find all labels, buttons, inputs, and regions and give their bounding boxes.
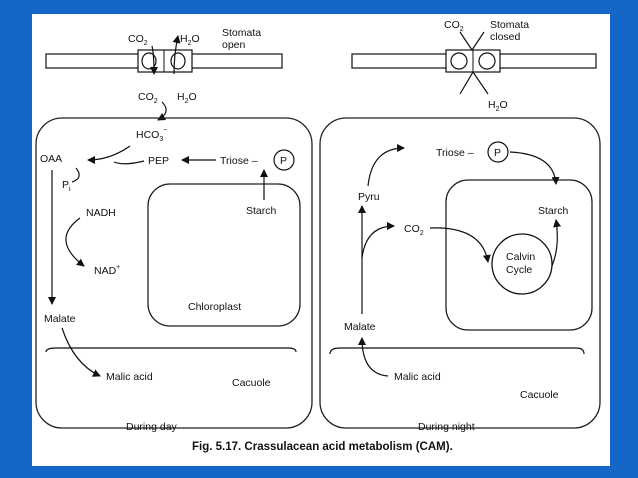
night-period: During night [418, 421, 475, 433]
night-co2-blocked [459, 31, 485, 52]
day-p: P [280, 155, 287, 167]
night-co2: CO2 [404, 223, 424, 237]
day-pi: Pi [62, 179, 71, 193]
day-phosphate-circle [273, 149, 295, 171]
day-hco3: HCO3− [136, 127, 167, 143]
day-arrow-h2o-out [172, 35, 181, 75]
day-malic-acid: Malic acid [106, 371, 153, 383]
day-arrow-pep-oaa [113, 160, 145, 165]
night-triose: Triose – [436, 147, 474, 159]
night-arrow-p-starch [509, 151, 560, 185]
day-arrow-hco3-oaa [87, 145, 131, 164]
day-vacuole-boundary [45, 347, 297, 353]
night-h2o-blocked [459, 70, 489, 95]
night-arrow-pyru-triose [367, 144, 405, 187]
night-phosphate-circle [487, 141, 509, 163]
night-pyru: Pyru [358, 191, 380, 203]
day-arrow-malate-vacuole [61, 327, 101, 377]
day-h2o-mid: H2O [177, 91, 197, 105]
night-co2-top: CO2 [444, 19, 464, 33]
night-malic-acid: Malic acid [394, 371, 441, 383]
day-guard-cell-right [170, 52, 186, 70]
night-malate: Malate [344, 321, 376, 333]
night-arrow-calvin-starch [551, 219, 562, 267]
night-arrow-malic-malate [358, 337, 389, 377]
night-vacuole-boundary [329, 347, 585, 355]
day-co2-mid: CO2 [138, 91, 158, 105]
day-stomata-cells [137, 49, 193, 73]
day-pep: PEP [148, 155, 169, 167]
night-vacuole-label: Cacuole [520, 389, 559, 401]
night-h2o-out: H2O [488, 99, 508, 113]
night-arrow-to-co2 [361, 222, 395, 259]
day-arrow-to-hco3 [157, 101, 167, 121]
day-co2-top: CO2 [128, 33, 148, 47]
day-arrow-co2-in [149, 45, 158, 75]
night-cell [319, 117, 601, 429]
day-period: During day [126, 421, 178, 433]
night-chloroplast [445, 179, 593, 331]
day-chloroplast [147, 183, 301, 327]
day-cell [35, 117, 313, 429]
night-guard-cell-right [478, 52, 496, 70]
day-malate: Malate [44, 313, 76, 325]
figure-caption: Fig. 5.17. Crassulacean acid metabolism … [192, 441, 453, 453]
night-guard-cell-left [450, 52, 468, 70]
night-p: P [494, 147, 501, 159]
day-arrow-nadh-nad [65, 217, 85, 267]
night-arrow-co2-calvin [429, 227, 491, 263]
day-arrow-oaa-pi [71, 167, 80, 183]
day-guard-cell-left [141, 52, 157, 70]
day-nad: NAD+ [94, 264, 120, 277]
day-h2o-top: H2O [180, 33, 200, 47]
day-oaa: OAA [40, 153, 62, 165]
night-calvin-cycle [491, 233, 553, 295]
day-vacuole-label: Cacuole [232, 377, 271, 389]
day-triose: Triose – [220, 155, 258, 167]
day-starch: Starch [246, 205, 277, 217]
day-nadh: NADH [86, 207, 116, 219]
day-chloroplast-label: Chloroplast [188, 301, 241, 313]
night-starch: Starch [538, 205, 569, 217]
